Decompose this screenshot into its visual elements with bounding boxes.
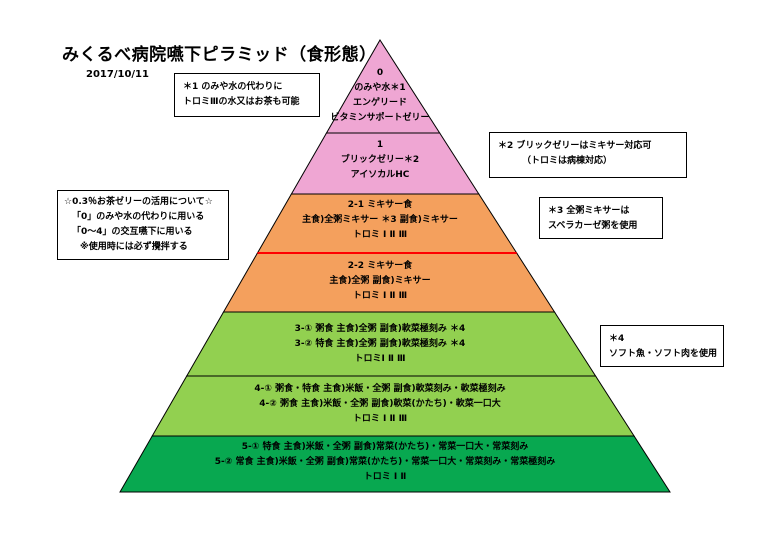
layer-line: トロミ Ⅰ Ⅱ Ⅲ bbox=[352, 230, 408, 240]
layer-text-4: 4-① 粥食・特食 主食)米飯・全粥 副食)軟菜刻み・軟菜極刻み 4-② 粥食 主… bbox=[170, 382, 590, 427]
page-title: みくるべ病院嚥下ピラミッド（食形態） bbox=[62, 45, 377, 65]
note-box-note4: ＊4 ソフト魚・ソフト肉を使用 bbox=[600, 325, 724, 367]
layer-line: アイソカルHC bbox=[350, 170, 410, 180]
note-line: ＊3 全粥ミキサーは bbox=[548, 206, 630, 216]
date-label: 2017/10/11 bbox=[86, 69, 149, 80]
note-line: ＊2 ブリックゼリーはミキサー対応可 bbox=[498, 141, 652, 151]
layer-line: 主食)全粥 副食)ミキサー bbox=[329, 276, 431, 286]
layer-line: 3-① 粥食 主食)全粥 副食)軟菜極刻み ＊4 bbox=[294, 324, 466, 334]
layer-line: 2-2 ミキサー食 bbox=[347, 261, 413, 271]
pyramid-level-5 bbox=[119, 435, 671, 493]
note-line: ☆0.3％お茶ゼリーの活用について☆ bbox=[64, 197, 213, 207]
layer-text-0: 0 のみや水＊1 エンゲリードビタミンサポートゼリー bbox=[310, 66, 450, 126]
note-line: ＊1 のみや水の代わりに bbox=[183, 82, 283, 92]
layer-line: 0 bbox=[376, 68, 384, 78]
layer-line: 4-① 粥食・特食 主食)米飯・全粥 副食)軟菜刻み・軟菜極刻み bbox=[254, 384, 506, 394]
layer-text-5: 5-① 特食 主食)米飯・全粥 副食)常菜(かたち)・常菜一口大・常菜刻み 5-②… bbox=[150, 440, 620, 485]
layer-line: 5-① 特食 主食)米飯・全粥 副食)常菜(かたち)・常菜一口大・常菜刻み bbox=[241, 442, 529, 452]
layer-line: 主食)全粥ミキサー ＊3 副食)ミキサー bbox=[302, 215, 458, 225]
layer-line: トロミⅠ Ⅱ Ⅲ bbox=[354, 354, 406, 364]
layer-text-2-2: 2-2 ミキサー食主食)全粥 副食)ミキサートロミ Ⅰ Ⅱ Ⅲ bbox=[250, 259, 510, 304]
layer-text-1: 1 ブリックゼリー＊2 アイソカルHC bbox=[300, 138, 460, 183]
layer-line: トロミ Ⅰ Ⅱ Ⅲ bbox=[352, 414, 408, 424]
layer-line: 5-② 常食 主食)米飯・全粥 副食)常菜(かたち)・常菜一口大・常菜刻み・常菜… bbox=[214, 457, 556, 467]
layer-line: ビタミンサポートゼリー bbox=[330, 113, 430, 123]
note-line: ＊4 bbox=[609, 334, 625, 344]
note-box-note1: ＊1 のみや水の代わりにトロミⅢの水又はお茶も可能 bbox=[174, 73, 320, 117]
note-line: ※使用時には必ず攪拌する bbox=[80, 242, 188, 252]
note-line: スベラカーゼ粥を使用 bbox=[548, 221, 638, 231]
note-box-note2: ＊2 ブリックゼリーはミキサー対応可 （トロミは病棟対応） bbox=[489, 132, 687, 178]
layer-line: のみや水＊1 bbox=[354, 83, 406, 93]
layer-line: トロミ Ⅰ Ⅱ bbox=[363, 472, 407, 482]
note-line: トロミⅢの水又はお茶も可能 bbox=[183, 97, 300, 107]
layer-line: 1 bbox=[376, 140, 384, 150]
layer-line: 4-② 粥食 主食)米飯・全粥 副食)軟菜(かたち)・軟菜一口大 bbox=[259, 399, 501, 409]
layer-line: トロミ Ⅰ Ⅱ Ⅲ bbox=[352, 291, 408, 301]
note-line: ソフト魚・ソフト肉を使用 bbox=[609, 349, 718, 359]
note-line: 「0～4」の交互嚥下に用いる bbox=[72, 227, 193, 237]
layer-line: 3-② 特食 主食)全粥 副食)軟菜極刻み ＊4 bbox=[294, 339, 466, 349]
layer-line: エンゲリード bbox=[352, 98, 407, 108]
note-box-note-tea: ☆0.3％お茶ゼリーの活用について☆ 「0」のみや水の代わりに用いる「0～4」の交… bbox=[57, 190, 229, 260]
note-box-note3: ＊3 全粥ミキサーはスベラカーゼ粥を使用 bbox=[539, 197, 663, 239]
layer-text-3: 3-① 粥食 主食)全粥 副食)軟菜極刻み ＊4 3-② 特食 主食)全粥 副食)… bbox=[190, 322, 570, 367]
layer-line: 2-1 ミキサー食 bbox=[347, 200, 413, 210]
note-line: 「0」のみや水の代わりに用いる bbox=[72, 212, 205, 222]
note-line: （トロミは病棟対応） bbox=[522, 156, 613, 166]
layer-line: ブリックゼリー＊2 bbox=[340, 155, 420, 165]
layer-text-2-1: 2-1 ミキサー食主食)全粥ミキサー ＊3 副食)ミキサートロミ Ⅰ Ⅱ Ⅲ bbox=[250, 198, 510, 243]
